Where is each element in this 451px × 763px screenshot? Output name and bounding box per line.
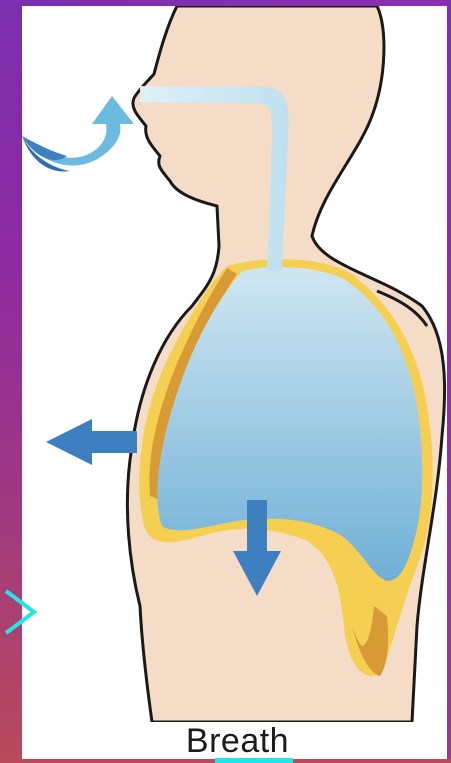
right-accent-band bbox=[447, 0, 451, 763]
highlight-bar bbox=[215, 758, 293, 763]
arrow-left-icon bbox=[46, 419, 137, 465]
left-accent-band bbox=[0, 0, 22, 763]
chevron-right-icon[interactable] bbox=[2, 587, 40, 637]
curved-arrow-icon bbox=[22, 96, 134, 172]
diagram-caption: Breath bbox=[0, 722, 451, 761]
breathing-diagram bbox=[22, 6, 447, 722]
